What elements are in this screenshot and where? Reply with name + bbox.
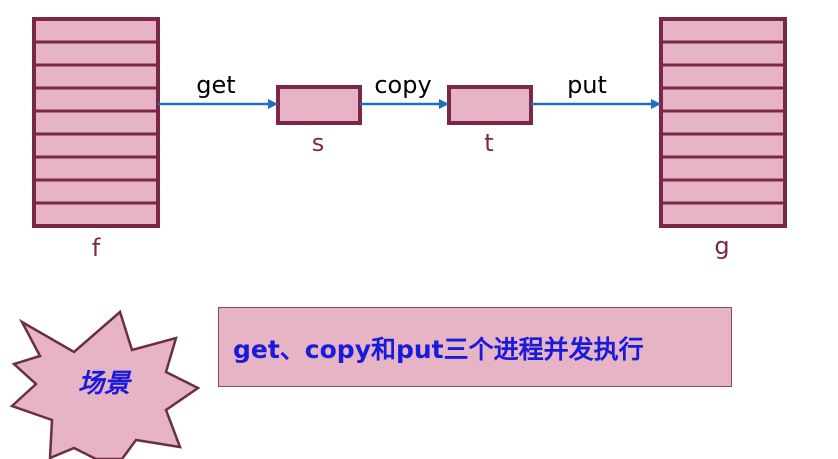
buffer-t [447, 85, 533, 125]
scene-badge-label: 场景 [78, 369, 133, 399]
scene-description-box: get、copy和put三个进程并发执行 [218, 307, 732, 387]
buffer-s [276, 85, 362, 125]
arrow-get-label: get [196, 71, 235, 99]
arrow-put-label: put [567, 71, 607, 99]
buffer-f [32, 17, 160, 228]
buffer-g [659, 17, 787, 228]
buffer-f-label: f [92, 234, 101, 262]
starburst-badge [9, 309, 201, 459]
arrow-copy-label: copy [374, 71, 431, 99]
buffer-t-label: t [484, 129, 493, 157]
buffer-g-label: g [714, 232, 729, 260]
buffer-s-label: s [312, 129, 325, 157]
scene-description: get、copy和put三个进程并发执行 [233, 335, 644, 364]
